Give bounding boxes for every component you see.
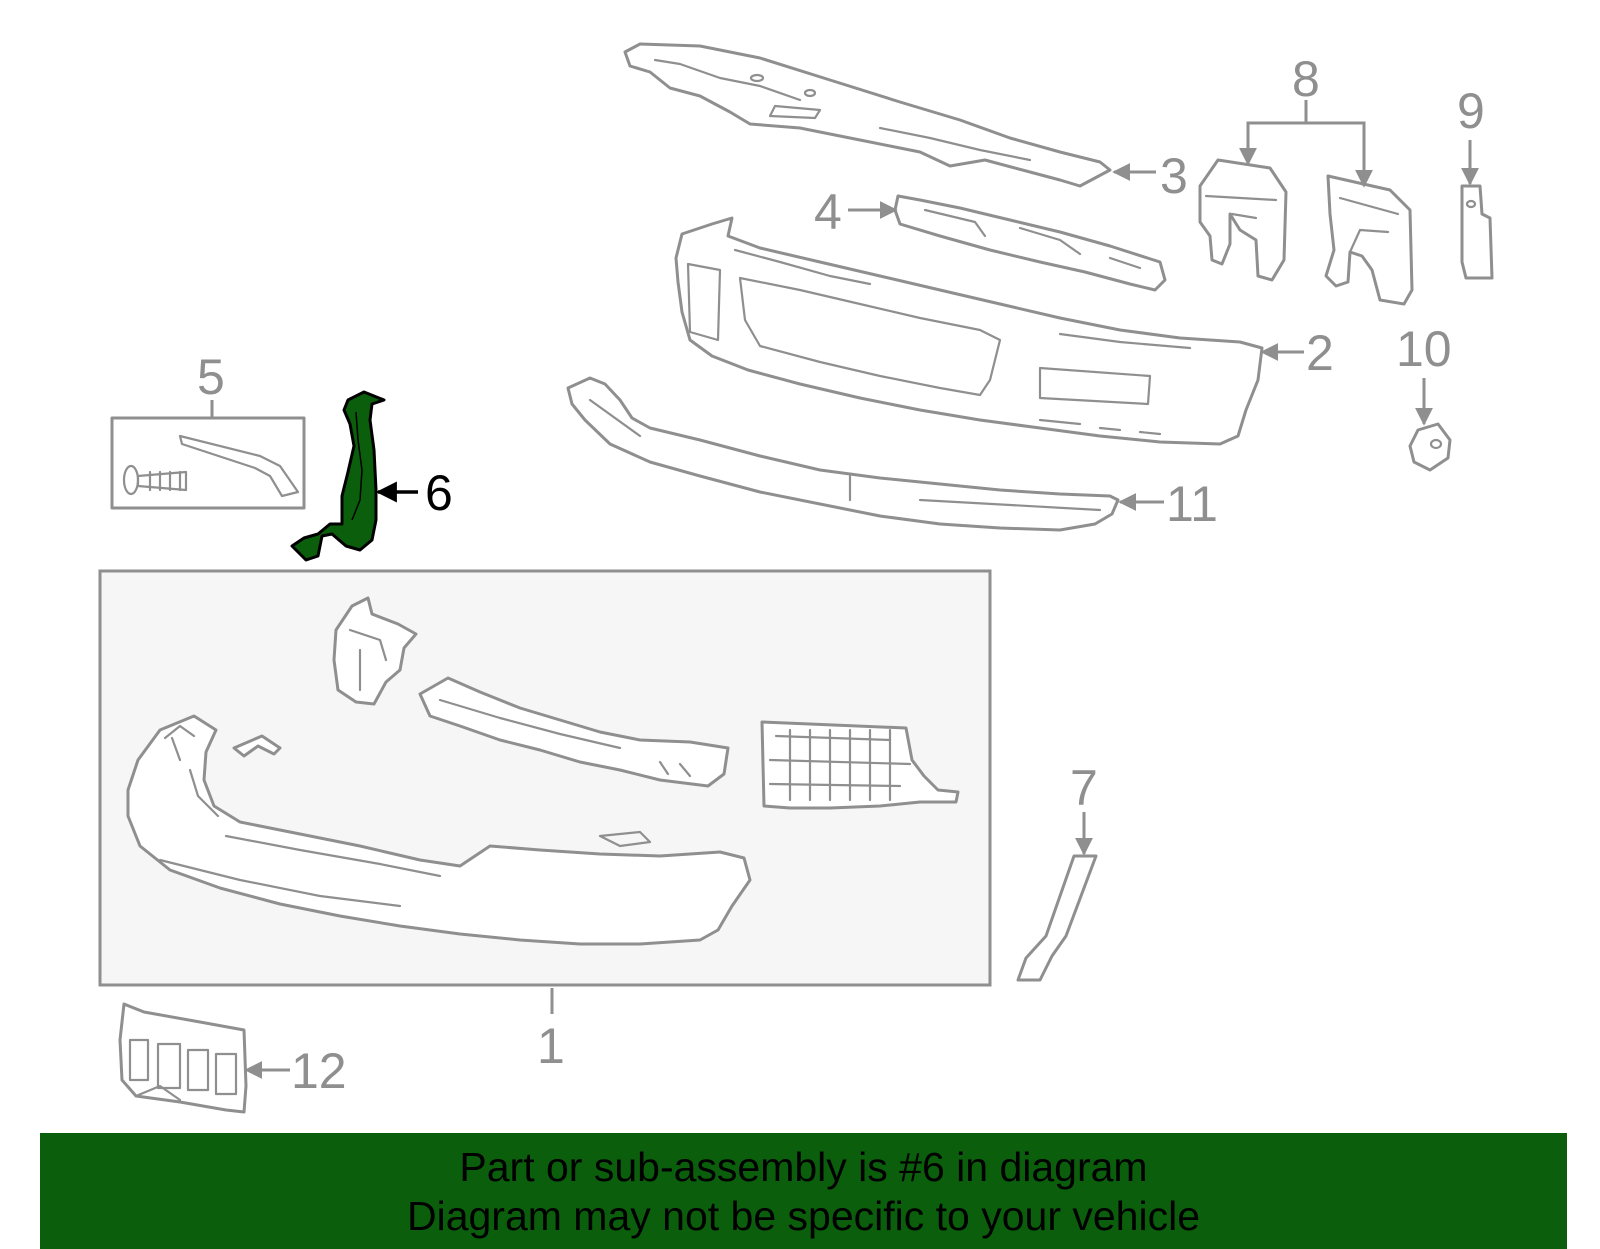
banner-line-2: Diagram may not be specific to your vehi… [406, 1193, 1200, 1239]
part-7-trim-strip[interactable] [1016, 854, 1098, 982]
callout-2: 2 [1306, 325, 1334, 381]
banner-line-1: Part or sub-assembly is #6 in diagram [459, 1144, 1148, 1190]
callout-lines [210, 100, 1479, 1079]
part-2-bumper-face-bar[interactable] [674, 216, 1264, 446]
part-10-cap[interactable] [1408, 422, 1452, 472]
callout-labels: 1 2 3 4 5 6 7 8 9 10 11 12 [197, 51, 1485, 1099]
part-6-bracket-highlighted[interactable] [290, 390, 386, 562]
info-banner: Part or sub-assembly is #6 in diagram Di… [40, 1133, 1567, 1249]
callout-9: 9 [1457, 83, 1485, 139]
callout-10: 10 [1396, 321, 1452, 377]
part-9-bracket[interactable] [1460, 184, 1494, 280]
callout-7: 7 [1070, 760, 1098, 816]
part-11-lower-valance[interactable] [566, 376, 1120, 532]
callout-1: 1 [537, 1018, 565, 1074]
part-12-plate-bracket[interactable] [118, 1002, 248, 1114]
callout-6: 6 [425, 465, 453, 521]
part-4-reinforcement[interactable] [893, 194, 1167, 292]
part-3-upper-cover[interactable] [623, 42, 1112, 188]
callout-4: 4 [814, 184, 842, 240]
callout-5: 5 [197, 349, 225, 405]
part-1-assembly-box[interactable] [98, 569, 992, 987]
callout-11: 11 [1166, 476, 1218, 532]
callout-3: 3 [1160, 148, 1188, 204]
callout-12: 12 [291, 1043, 347, 1099]
part-8-brackets[interactable] [1198, 158, 1414, 306]
callout-8: 8 [1292, 51, 1320, 107]
part-5-kit[interactable] [110, 416, 306, 510]
